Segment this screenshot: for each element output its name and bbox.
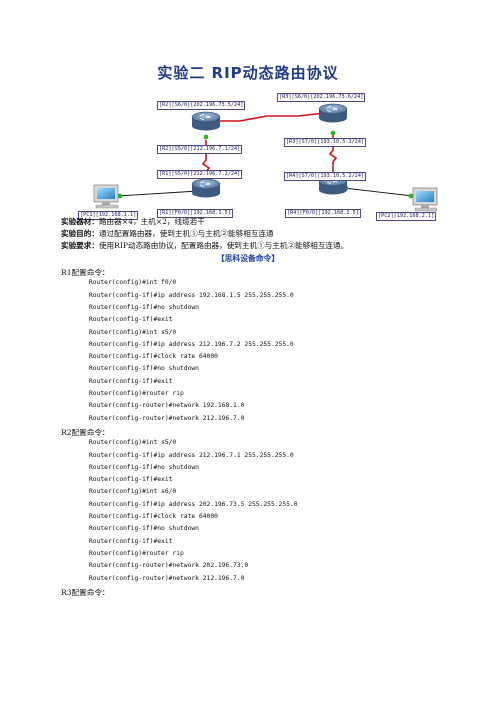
network-topology: [R2][S6/0][202.196.73.5/24] [R3][S6/0][2…	[0, 0, 496, 221]
label-r1-s5: [R1][S5/0][212.196.7.2/24]	[157, 170, 243, 179]
label-r2-s6: [R2][S6/0][202.196.73.5/24]	[157, 101, 246, 110]
command-line: Router(config-if)#exit	[89, 537, 173, 545]
equipment-line: 实验器材：路由器×4，主机×2，线缆若干	[61, 216, 205, 227]
command-line: Router(config)#router rip	[89, 549, 184, 557]
command-line: Router(config-if)#no shutdown	[89, 463, 199, 471]
section-heading: R1配置命令：	[61, 268, 110, 277]
command-line: Router(config-if)#ip address 202.196.73.…	[89, 500, 298, 508]
command-line: Router(config-if)#exit	[89, 377, 173, 385]
label-r3-s6: [R3][S6/0][202.196.73.6/24]	[277, 93, 366, 102]
ethernet-link-pc1-r1	[117, 190, 199, 197]
router-r2-icon	[191, 111, 221, 131]
router-r3-icon	[318, 103, 348, 123]
purpose-text: 通过配置路由器，使到主机①与主机②能够相互连通	[98, 229, 274, 238]
command-line: Router(config-if)#ip address 192.168.1.5…	[89, 291, 294, 299]
command-line: Router(config-if)#ip address 212.196.7.2…	[89, 340, 294, 348]
label-r4-s7: [R4][S7/0][193.10.5.2/24]	[284, 172, 367, 181]
label-pc1: [PC1][192.168.1.1]	[78, 211, 139, 220]
equipment-label: 实验器材：	[61, 217, 99, 226]
label-r3-s7: [R3][S7/0][193.10.5.1/24]	[284, 138, 367, 147]
command-line: Router(config-router)#network 202.196.73…	[89, 562, 249, 570]
label-pc2: [PC2][192.168.2.1]	[376, 212, 437, 221]
pc2-computer-icon	[412, 187, 438, 212]
command-line: Router(config-if)#clock rate 64000	[89, 513, 218, 520]
command-line: Router(config-router)#network 212.196.7.…	[89, 574, 245, 582]
serial-link-r2-r3	[206, 111, 335, 122]
router-r1-icon	[191, 178, 221, 198]
port-indicators	[117, 109, 414, 199]
command-line: Router(config)#int f0/0	[89, 279, 177, 287]
ethernet-link-r4-pc2	[343, 187, 414, 197]
command-line: Router(config)#router rip	[89, 390, 184, 397]
command-line: Router(config-if)#no shutdown	[89, 303, 199, 311]
command-line: Router(config-if)#ip address 212.196.7.1…	[89, 451, 294, 459]
purpose-line: 实验目的：通过配置路由器，使到主机①与主机②能够相互连通	[61, 228, 274, 239]
command-line: Router(config-if)#clock rate 64000	[89, 353, 218, 361]
requirement-label: 实验要求：	[61, 241, 99, 250]
command-line: Router(config-if)#no shutdown	[89, 525, 199, 533]
equipment-text: 路由器×4，主机×2，线缆若干	[98, 217, 205, 226]
requirement-line: 实验要求：使用RIP动态路由协议，配置路由器，使到主机①与主机②能够相互连通。	[61, 240, 348, 251]
command-line: Router(config-if)#exit	[89, 476, 173, 484]
cisco-commands-heading: 【思科设备命令】	[216, 254, 280, 263]
purpose-label: 实验目的：	[61, 229, 99, 238]
pc1-computer-icon	[93, 184, 119, 209]
label-r2-s5: [R2][S5/0][212.196.7.1/24]	[157, 145, 243, 154]
command-line: Router(config-if)#exit	[89, 316, 173, 324]
label-r1-f0: [R1][F0/0][192.168.1.5]	[157, 209, 233, 218]
command-line: Router(config-router)#network 192.168.1.…	[89, 402, 245, 410]
topology-diagram	[93, 103, 438, 212]
command-line: Router(config-if)#no shutdown	[89, 365, 199, 373]
command-line: Router(config-router)#network 212.196.7.…	[89, 414, 245, 422]
label-r4-f0: [R4][F0/0][192.168.2.5]	[285, 209, 361, 218]
section-heading: R3配置命令：	[61, 587, 110, 597]
requirement-text: 使用RIP动态路由协议，配置路由器，使到主机①与主机②能够相互连通。	[98, 241, 349, 250]
page-title: 实验二 RIP动态路由协议	[157, 64, 339, 82]
command-line: Router(config)#int s5/0	[89, 439, 177, 447]
command-line: Router(config)#int s6/0	[89, 488, 177, 496]
section-heading: R2配置命令：	[61, 427, 110, 437]
command-line: Router(config)#int s5/0	[89, 328, 177, 336]
